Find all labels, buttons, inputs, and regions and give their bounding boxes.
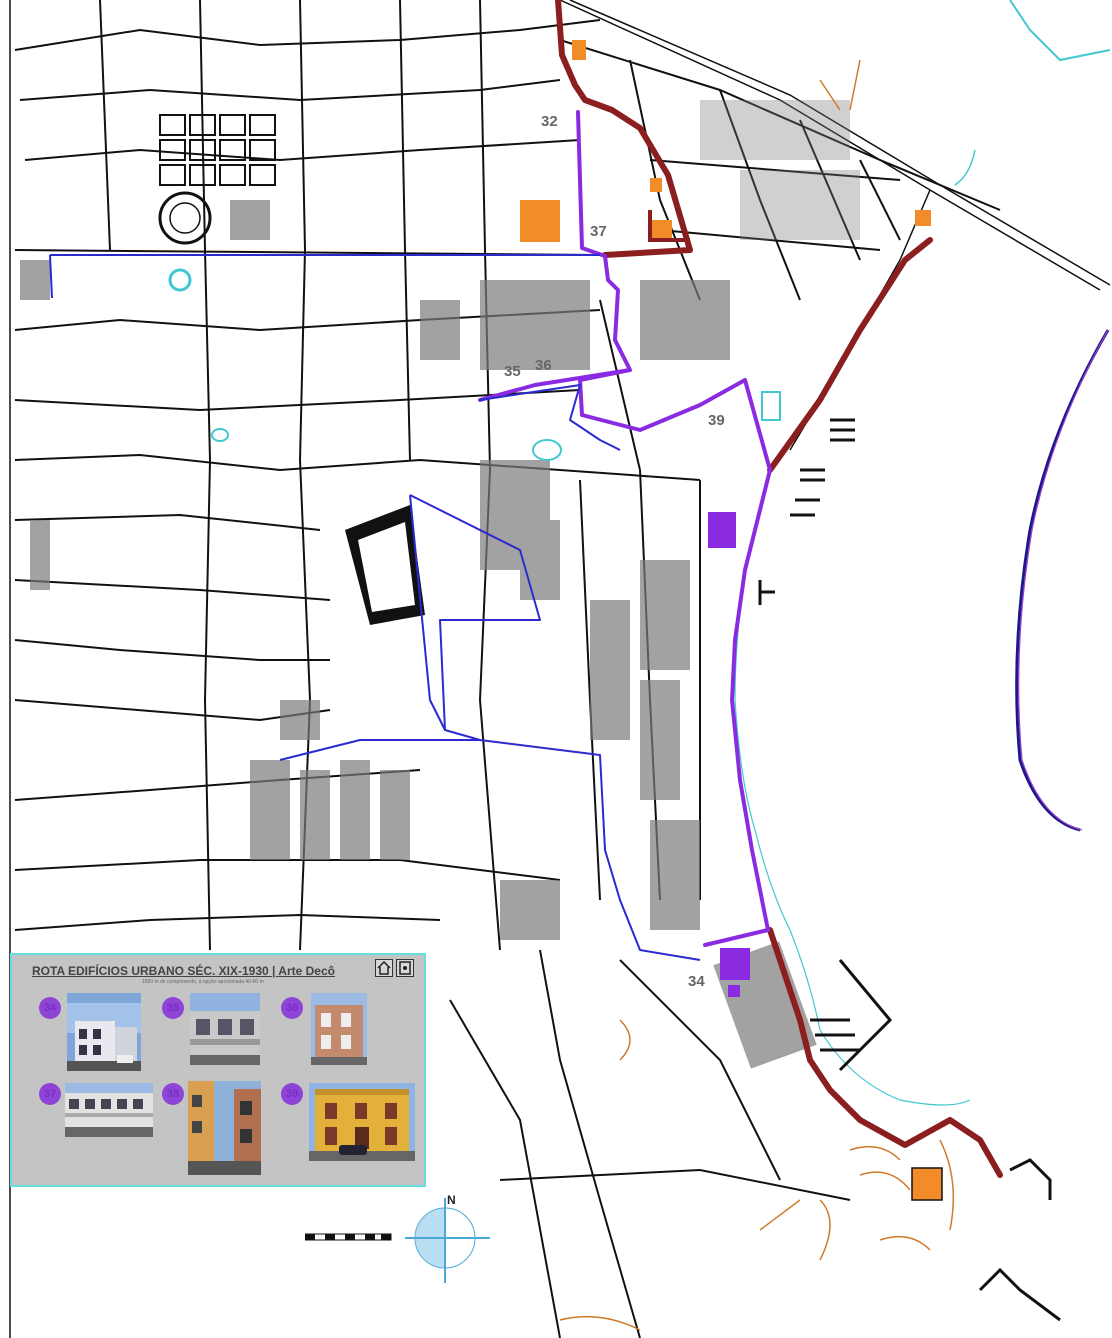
stop-number-34: 34 [39, 997, 61, 1019]
stop-photo-37 [65, 1083, 153, 1137]
piers [758, 418, 1061, 1322]
blue-route [49, 254, 701, 961]
coastline [211, 0, 1111, 1106]
home-icon[interactable] [375, 959, 393, 977]
building-blocks [20, 100, 860, 1069]
brown-route [555, 0, 1003, 1178]
purple-blocks [708, 512, 750, 997]
stop-photo-39 [309, 1083, 415, 1161]
route-label-37: 37 [590, 223, 607, 240]
stop-number-39: 39 [281, 1083, 303, 1105]
stop-photo-36 [311, 993, 367, 1065]
orange-buildings [520, 40, 943, 1201]
stop-number-37: 37 [39, 1083, 61, 1105]
stop-photo-38 [188, 1081, 261, 1175]
route-label-36: 36 [535, 357, 552, 374]
north-compass-icon: N [405, 1193, 490, 1283]
route-label-39: 39 [708, 412, 725, 429]
legend-icons [375, 959, 414, 977]
stop-number-38: 38 [162, 1083, 184, 1105]
stop-photo-34 [67, 993, 141, 1071]
purple-route [478, 110, 772, 947]
contour-lines [559, 59, 955, 1331]
stop-number-35: 35 [162, 997, 184, 1019]
route-label-32: 32 [541, 113, 558, 130]
document-icon[interactable] [396, 959, 414, 977]
brown-route-inner [648, 210, 690, 242]
scale-bar [305, 1233, 392, 1241]
grid-blocks [159, 114, 276, 186]
legend-title: ROTA EDIFÍCIOS URBANO SÉC. XIX-1930 | Ar… [32, 964, 335, 978]
legend-subtitle: 1650 m de comprimento, à opção aproximad… [142, 979, 264, 985]
route-stop-labels: 32 37 35 36 39 34 [504, 113, 725, 990]
stop-number-36: 36 [281, 997, 303, 1019]
route-label-35: 35 [504, 363, 521, 380]
route-label-34: 34 [688, 973, 705, 990]
stop-photo-35 [190, 993, 260, 1065]
north-label: N [447, 1193, 456, 1207]
stadium [158, 191, 425, 625]
route-legend-panel: ROTA EDIFÍCIOS URBANO SÉC. XIX-1930 | Ar… [10, 953, 426, 1187]
